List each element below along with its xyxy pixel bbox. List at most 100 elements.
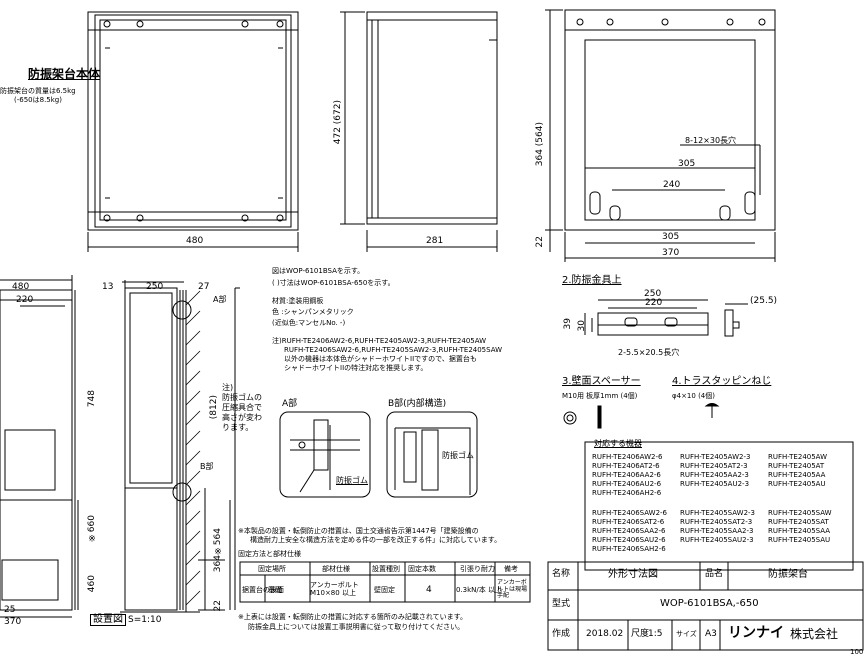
note-d: シャドーホワイトIIの特注対応を推奨します。 <box>284 364 428 372</box>
front-view-frame <box>87 11 299 231</box>
compat-model: RUFH-TE2405SAT2-3 <box>680 518 753 526</box>
note-1: 図はWOP-6101BSAを示す。 <box>272 267 365 275</box>
td-remark: アンカーボルトは現場手配 <box>497 579 528 600</box>
part3-title: 3.壁面スペーサー <box>562 376 641 387</box>
compat-model: RUFH-TE2405SAA2-3 <box>680 527 754 535</box>
compat-model: RUFH-TE2406AU2-6 <box>592 480 662 488</box>
dim-305: 305 <box>678 159 696 169</box>
compat-model: RUFH-TE2406AW2-6 <box>592 453 663 461</box>
part-b-label: B部 <box>200 462 214 471</box>
th-remark: 備考 <box>504 565 518 573</box>
td-base: 基礎 <box>268 586 282 594</box>
th-place: 固定場所 <box>258 565 286 573</box>
td-place: 据置台の後面 <box>242 586 284 594</box>
compat-model: RUFH-TE2405SAT <box>768 518 829 526</box>
compat-model: RUFH-TE2405AU <box>768 480 826 488</box>
detail-a-box <box>279 411 371 498</box>
compat-model: RUFH-TE2406SAA2-6 <box>592 527 666 535</box>
fixing-table <box>239 561 531 603</box>
material: 材質:塗装用鋼板 <box>272 297 324 305</box>
compat-model: RUFH-TE2406SAW2-6 <box>592 509 668 517</box>
inst-25: 25 <box>4 605 16 615</box>
title-block <box>547 561 864 651</box>
part4-title: 4.トラスタッピンねじ <box>672 376 772 387</box>
detail-b-box <box>386 411 478 498</box>
tb-size-label: サイズ <box>676 630 697 638</box>
compat-model: RUFH-TE2406AH2-6 <box>592 489 662 497</box>
rubber-note-5: ります。 <box>222 423 254 432</box>
compat-model: RUFH-TE2405SAW2-3 <box>680 509 756 517</box>
warn-line2: 構造耐力上安全な構造方法を定める件の一部を改正する件」に対応しています。 <box>250 536 502 544</box>
dim-364: 364 (564) <box>535 122 545 167</box>
tb-company-brand: リンナイ <box>728 625 784 641</box>
compat-model: RUFH-TE2405AA <box>768 471 826 479</box>
tb-item: 防振架台 <box>768 569 808 580</box>
inst-660: ※660 <box>87 515 97 543</box>
td-anchor: アンカーボルト M10×80 以上 <box>310 581 359 597</box>
compat-model: RUFH-TE2406AT2-6 <box>592 462 660 470</box>
side-view-frame <box>366 11 498 225</box>
part2-25: (25.5) <box>750 296 778 306</box>
install-unit-body <box>0 289 73 611</box>
tb-scale: 1:5 <box>648 629 663 639</box>
compat-model: RUFH-TE2406SAT2-6 <box>592 518 665 526</box>
compat-box <box>584 441 854 571</box>
inst-220: 220 <box>16 295 34 305</box>
part2-holes: 2-5.5×20.5長穴 <box>618 348 680 357</box>
note-c: 以外の機器は本体色がシャドーホワイトIIですので、据置台も <box>284 355 477 363</box>
dim-240: 240 <box>663 180 681 190</box>
part4-spec: φ4×10 (4個) <box>672 392 715 400</box>
dim-305b: 305 <box>662 232 680 242</box>
th-strength: 引張り耐力 <box>460 565 495 573</box>
inst-480: 480 <box>12 282 30 292</box>
inst-564: ※564 <box>213 528 223 556</box>
compat-model: RUFH-TE2405AW2-3 <box>680 453 751 461</box>
inst-13: 13 <box>102 282 114 292</box>
rubber-note-4: 高さが変わ <box>222 413 262 422</box>
part2-39: 39 <box>563 318 573 330</box>
rubber-note-1: 注) <box>222 383 234 392</box>
table-title: 固定方法と部材仕様 <box>238 550 301 558</box>
slot-label: 8-12×30長穴 <box>685 136 737 145</box>
note-a: 注)RUFH-TE2406AW2-6,RUFH-TE2405AW2-3,RUFH… <box>272 337 487 345</box>
tb-date: 2018.02 <box>586 629 624 639</box>
tb-name: 外形寸法図 <box>608 569 658 580</box>
th-type: 設置種別 <box>372 565 400 573</box>
detail-a-title: A部 <box>282 399 298 409</box>
detail-b-rubber: 防振ゴム <box>442 451 474 460</box>
install-label: 設置図 <box>90 614 126 626</box>
compat-model: RUFH-TE2405AW <box>768 453 828 461</box>
part2-title: 2.防振金具上 <box>562 275 622 286</box>
rubber-note-3: 圧縮具合で <box>222 403 262 412</box>
detail-a-rubber: 防振ゴム <box>336 476 368 485</box>
part3-spec: M10用 板厚1mm (4個) <box>562 392 638 400</box>
inst-250: 250 <box>146 282 164 292</box>
tb-scale-label: 尺度 <box>631 629 650 639</box>
rubber-note-2: 防振ゴムの <box>222 393 262 402</box>
note-b: RUFH-TE2406SAW2-6,RUFH-TE2405SAW2-3,RUFH… <box>284 346 503 354</box>
compat-model: RUFH-TE2406AA2-6 <box>592 471 661 479</box>
compat-model: RUFH-TE2405AU2-3 <box>680 480 750 488</box>
dim-22: 22 <box>535 236 545 248</box>
tb-item-label: 品名 <box>705 569 724 579</box>
compat-model: RUFH-TE2405SAU <box>768 536 831 544</box>
tb-size: A3 <box>705 629 717 639</box>
compat-model: RUFH-TE2406SAH2-6 <box>592 545 666 553</box>
compat-model: RUFH-TE2405SAW <box>768 509 832 517</box>
inst-460: 460 <box>87 575 97 593</box>
detail-b-title: B部(内部構造) <box>388 399 447 409</box>
note-2: ( )寸法はWOP-6101BSA-650を示す。 <box>272 279 395 287</box>
part2-250: 250 <box>644 289 662 299</box>
compat-model: RUFH-TE2405AT2-3 <box>680 462 748 470</box>
tb-made-label: 作成 <box>552 629 571 639</box>
inst-812: (812) <box>209 395 219 420</box>
dim-370: 370 <box>662 248 680 258</box>
inst-22: 22 <box>213 600 223 612</box>
inst-27: 27 <box>198 282 210 292</box>
tb-company-suffix: 株式会社 <box>790 627 839 641</box>
compat-model: RUFH-TE2406SAU2-6 <box>592 536 666 544</box>
th-count: 固定本数 <box>408 565 436 573</box>
th-member: 部材仕様 <box>322 565 350 573</box>
part2-220: 220 <box>645 298 663 308</box>
